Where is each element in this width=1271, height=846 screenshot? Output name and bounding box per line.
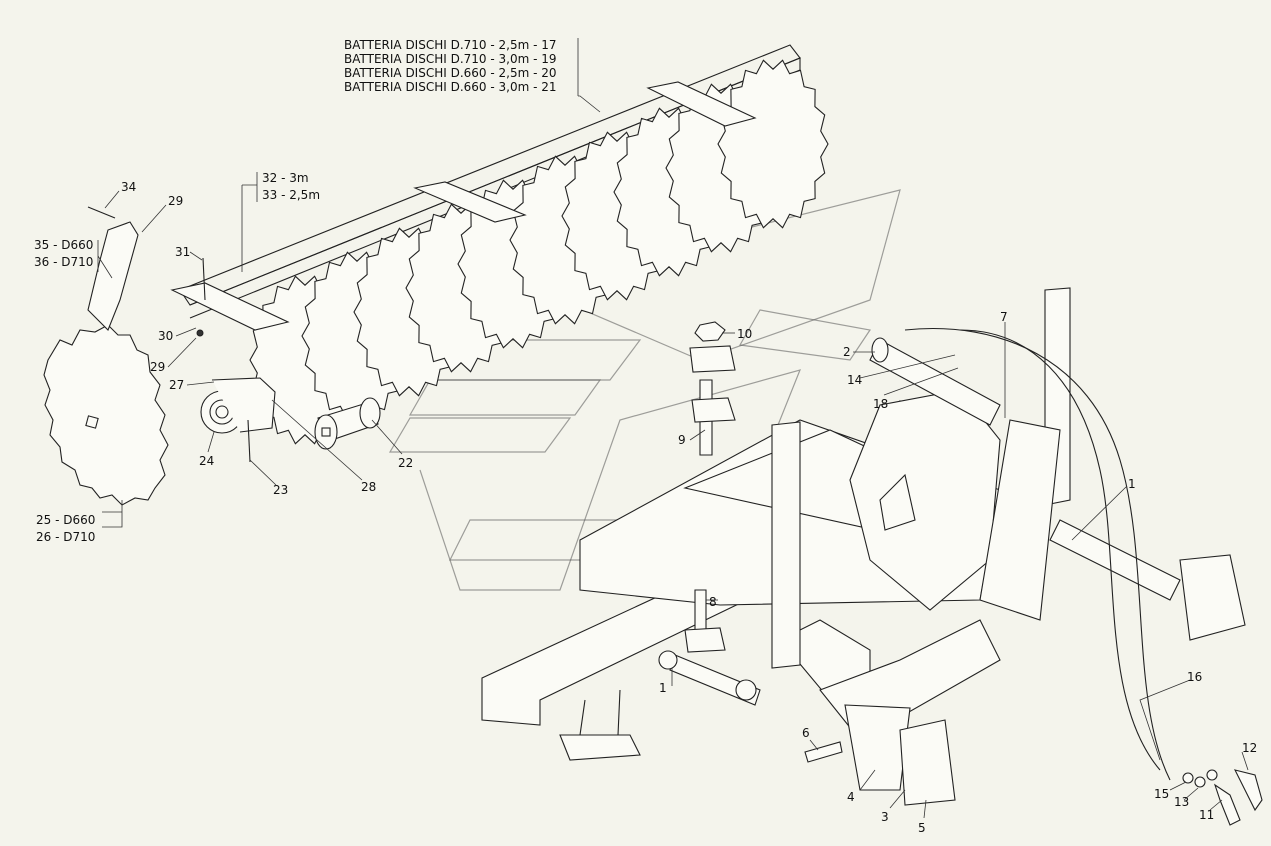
frame-variant-1: 32 - 3m bbox=[262, 171, 309, 185]
frame-variant-block: 32 - 3m 33 - 2,5m bbox=[241, 171, 320, 272]
callout-5: 5 bbox=[918, 821, 926, 835]
bracket-variant-block: 35 - D660 36 - D710 bbox=[34, 238, 113, 279]
callout-30: 30 bbox=[158, 329, 173, 343]
title-line-2: BATTERIA DISCHI D.710 - 3,0m - 19 bbox=[344, 52, 557, 66]
callouts: 34 29 31 30 29 27 24 23 28 22 10 9 8 2 1… bbox=[104, 180, 1257, 835]
callout-18: 18 bbox=[873, 397, 888, 411]
callout-10: 10 bbox=[737, 327, 752, 341]
callout-29-bottom: 29 bbox=[150, 360, 165, 374]
frame-variant-2: 33 - 2,5m bbox=[262, 188, 320, 202]
disc-variant-block: 25 - D660 26 - D710 bbox=[36, 500, 123, 544]
callout-1-left: 1 bbox=[659, 681, 667, 695]
callout-4: 4 bbox=[847, 790, 855, 804]
callout-1-right: 1 bbox=[1128, 477, 1136, 491]
callout-11: 11 bbox=[1199, 808, 1214, 822]
callout-7: 7 bbox=[1000, 310, 1008, 324]
callout-24: 24 bbox=[199, 454, 214, 468]
disc-gang-assembly bbox=[43, 44, 829, 506]
title-line-3: BATTERIA DISCHI D.660 - 2,5m - 20 bbox=[344, 66, 557, 80]
disc-variant-1: 25 - D660 bbox=[36, 513, 95, 527]
title-block: BATTERIA DISCHI D.710 - 2,5m - 17 BATTER… bbox=[344, 38, 601, 113]
callout-9: 9 bbox=[678, 433, 686, 447]
disc-variant-2: 26 - D710 bbox=[36, 530, 95, 544]
title-line-4: BATTERIA DISCHI D.660 - 3,0m - 21 bbox=[344, 80, 557, 94]
callout-2: 2 bbox=[843, 345, 851, 359]
callout-15: 15 bbox=[1154, 787, 1169, 801]
callout-31: 31 bbox=[175, 245, 190, 259]
callout-34: 34 bbox=[121, 180, 136, 194]
callout-14: 14 bbox=[847, 373, 862, 387]
callout-27: 27 bbox=[169, 378, 184, 392]
callout-8: 8 bbox=[709, 595, 717, 609]
gang-disc bbox=[717, 59, 829, 229]
callout-6: 6 bbox=[802, 726, 810, 740]
title-line-1: BATTERIA DISCHI D.710 - 2,5m - 17 bbox=[344, 38, 557, 52]
main-frame bbox=[481, 287, 1263, 826]
callout-16: 16 bbox=[1187, 670, 1202, 684]
callout-29-top: 29 bbox=[168, 194, 183, 208]
bracket-variant-1: 35 - D660 bbox=[34, 238, 93, 252]
bracket-variant-2: 36 - D710 bbox=[34, 255, 93, 269]
callout-23: 23 bbox=[273, 483, 288, 497]
callout-12: 12 bbox=[1242, 741, 1257, 755]
callout-3: 3 bbox=[881, 810, 889, 824]
callout-13: 13 bbox=[1174, 795, 1189, 809]
callout-22: 22 bbox=[398, 456, 413, 470]
callout-28: 28 bbox=[361, 480, 376, 494]
